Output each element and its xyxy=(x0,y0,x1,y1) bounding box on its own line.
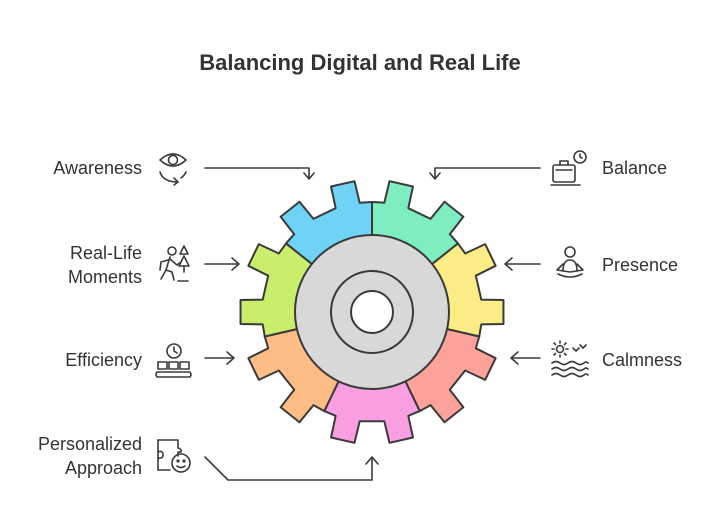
label-balance: Balance xyxy=(602,158,668,178)
label-presence: Presence xyxy=(602,255,679,275)
arrow-efficiency xyxy=(204,351,235,365)
puzzle-face-icon xyxy=(157,439,191,473)
eye-icon xyxy=(159,153,187,186)
arrow-personalized-approach xyxy=(204,456,379,481)
diagram-title: Balancing Digital and Real Life xyxy=(199,50,521,75)
sea-sun-icon xyxy=(551,340,589,378)
arrow-balance xyxy=(429,167,541,180)
arrow-calmness xyxy=(510,351,541,365)
label-awareness: Awareness xyxy=(53,158,142,178)
scale-icon xyxy=(550,150,587,186)
arrow-real-life-moments xyxy=(204,257,240,271)
label-real-life-moments: Real-Life Moments xyxy=(67,243,142,287)
meditation-icon xyxy=(556,246,584,278)
arrow-awareness xyxy=(204,167,315,180)
arrow-presence xyxy=(504,257,541,271)
label-personalized-approach: Personalized Approach xyxy=(37,434,142,478)
hiking-icon xyxy=(159,245,190,282)
conveyor-icon xyxy=(155,343,192,378)
label-calmness: Calmness xyxy=(602,350,683,370)
hub-hole xyxy=(350,290,394,334)
label-efficiency: Efficiency xyxy=(65,350,142,370)
